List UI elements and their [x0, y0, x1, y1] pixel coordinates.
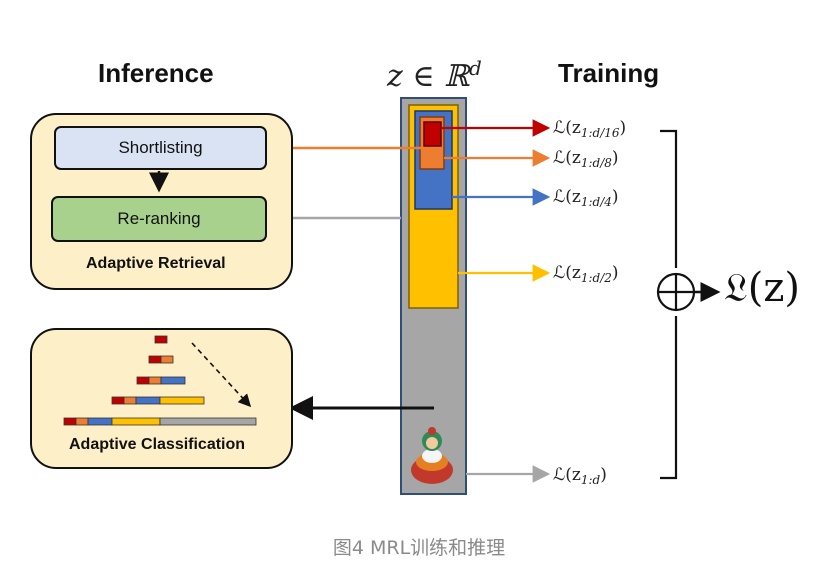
loss-prefix: ℒ(z	[553, 263, 581, 283]
loss-subscript: 1:d/4	[580, 195, 612, 209]
adaptive-retrieval-label: Adaptive Retrieval	[86, 255, 226, 272]
embedding-label: z ∈ ℝd	[387, 56, 482, 94]
training-heading: Training	[558, 58, 660, 88]
total-loss-label: 𝔏(z)	[724, 265, 801, 311]
loss-label-d16: ℒ(z1:d/16)	[553, 118, 626, 140]
figure-caption: 图4 MRL训练和推理	[332, 537, 506, 559]
loss-bracket	[660, 129, 678, 480]
reranking-box: Re-ranking	[51, 196, 267, 242]
embedding-label-text: z ∈ ℝ	[387, 59, 470, 94]
loss-label-d: ℒ(z1:d)	[553, 465, 607, 487]
loss-label-d8: ℒ(z1:d/8)	[553, 148, 619, 170]
loss-suffix: )	[600, 465, 607, 485]
loss-subscript: 1:d/2	[580, 271, 612, 285]
loss-subscript: 1:d/8	[580, 156, 612, 170]
shortlisting-box: Shortlisting	[54, 126, 267, 170]
loss-suffix: )	[619, 118, 627, 138]
loss-suffix: )	[611, 263, 619, 283]
loss-prefix: ℒ(z	[553, 465, 581, 485]
loss-label-d2: ℒ(z1:d/2)	[553, 263, 619, 285]
loss-label-d4: ℒ(z1:d/4)	[553, 187, 619, 209]
adaptive-classification-label: Adaptive Classification	[69, 436, 246, 453]
loss-suffix: )	[611, 187, 619, 207]
loss-suffix: )	[611, 148, 619, 168]
loss-subscript: 1:d	[580, 473, 601, 487]
loss-prefix: ℒ(z	[553, 118, 581, 138]
inference-heading: Inference	[98, 58, 214, 88]
embedding-superscript: d	[469, 56, 482, 80]
embedding-sixteenth-red	[423, 121, 442, 147]
loss-prefix: ℒ(z	[553, 187, 581, 207]
loss-prefix: ℒ(z	[553, 148, 581, 168]
loss-subscript: 1:d/16	[580, 126, 620, 140]
matryoshka-doll-icon	[411, 427, 453, 484]
